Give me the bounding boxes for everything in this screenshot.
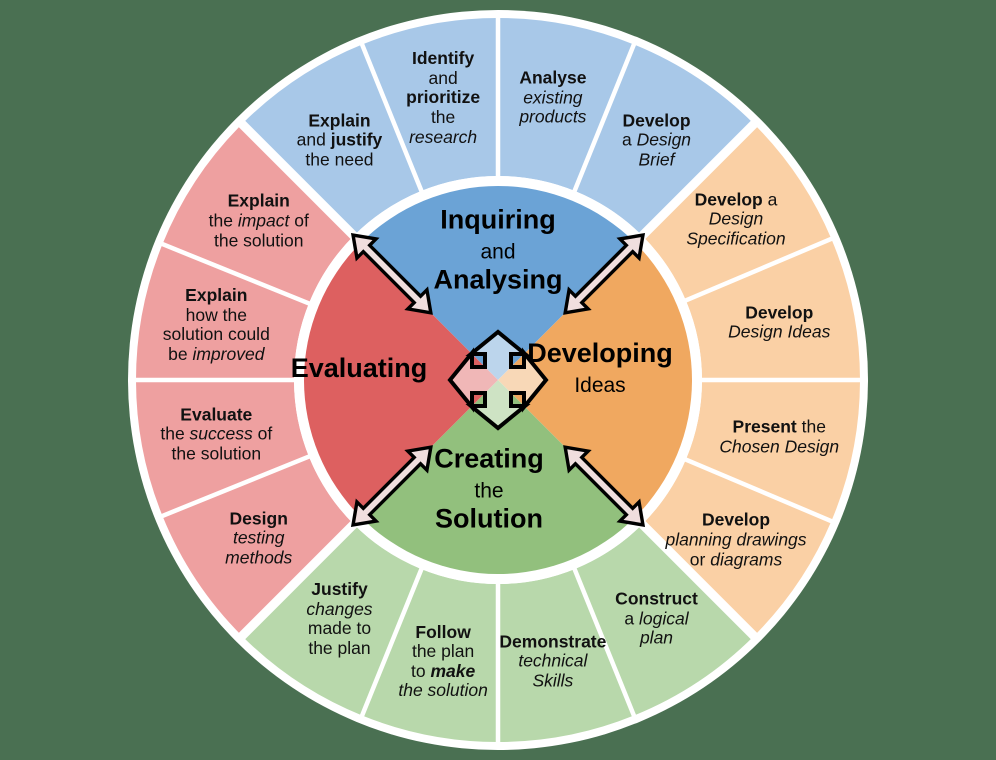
outer-segment-demonstrate-technical-skills[interactable] [498,569,634,742]
segment-divider [237,519,359,641]
hub-quadrant-evaluating[interactable] [304,242,498,518]
segment-divider [359,41,425,194]
segment-divider [637,519,759,641]
outer-segment-explain-impact[interactable] [162,124,354,304]
outer-segment-identify-prioritize-research[interactable] [362,18,498,191]
segment-divider [637,119,759,241]
segment-divider [237,119,359,241]
arrow-shape [350,232,433,315]
outer-segment-evaluate-success[interactable] [136,380,309,516]
segment-divider [571,41,637,194]
outer-segment-develop-design-ideas[interactable] [685,238,860,380]
arrow-creating-evaluating [350,445,433,528]
outer-segment-present-chosen-design[interactable] [685,380,860,522]
arrow-shape [563,445,646,528]
outer-segment-design-testing-methods[interactable] [162,456,354,636]
segment-divider [683,456,835,525]
four-way-move-arrow [447,329,549,431]
arrow-inquiring-evaluating [350,232,433,315]
diagonal-arrows [350,232,646,528]
outer-segment-justify-changes-to-plan[interactable] [242,524,422,716]
outer-ring-dividers [134,16,862,744]
outer-segment-develop-design-specification[interactable] [642,124,832,301]
outer-segment-explain-justify-need[interactable] [242,44,422,236]
segment-divider [159,241,312,307]
arrow-shape [350,445,433,528]
four-way-move-arrow-shape[interactable] [447,329,549,431]
hub-quadrant-developing[interactable] [498,242,692,518]
segment-divider [159,453,312,519]
hub-segments [304,186,692,574]
hub-quadrant-inquiring[interactable] [360,186,636,380]
outer-segment-develop-planning-drawings[interactable] [642,459,832,636]
segment-divider [359,566,425,719]
arrow-inquiring-developing [563,232,646,315]
outer-segment-construct-logical-plan[interactable] [574,524,754,716]
arrow-shape [563,232,646,315]
hub-quadrant-creating[interactable] [360,380,636,574]
outer-segment-develop-design-brief[interactable] [574,44,754,236]
outer-segment-analyse-existing-products[interactable] [498,18,634,191]
segment-divider [683,235,835,304]
outer-segment-follow-the-plan[interactable] [362,569,498,742]
outer-ring-segments [136,18,860,742]
arrow-creating-developing [563,445,646,528]
outer-segment-explain-improvement[interactable] [136,244,309,380]
segment-divider [571,566,637,719]
